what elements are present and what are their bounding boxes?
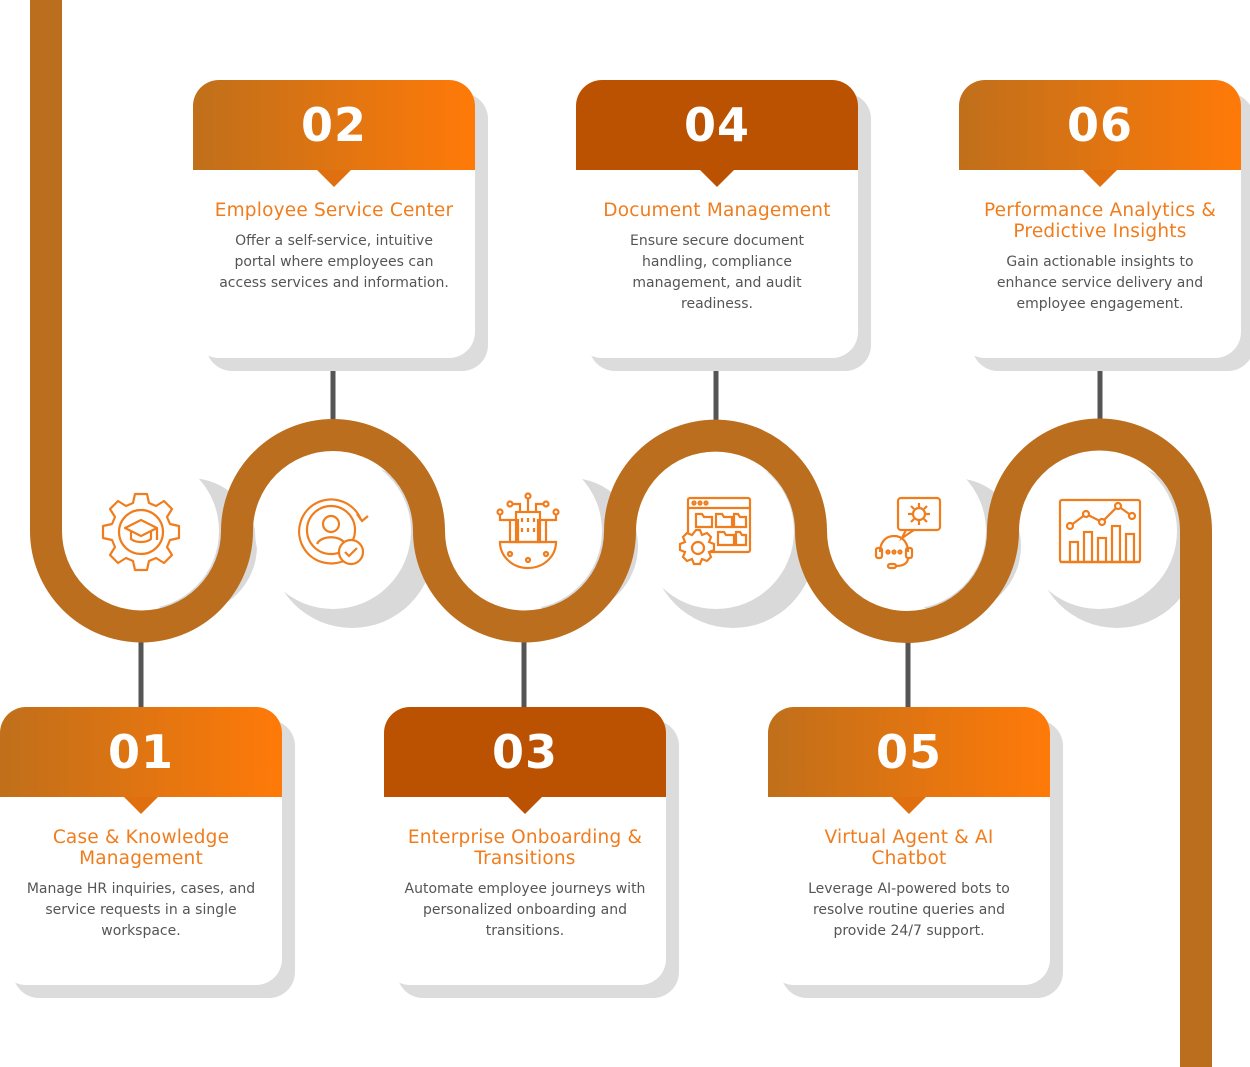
step-description: Ensure secure document handling, complia…: [629, 233, 805, 312]
step-number: 05: [875, 725, 942, 779]
bar-line-chart-icon: [1058, 498, 1142, 564]
user-target-check-icon: [298, 498, 369, 566]
step-card-01: 01 Case & Knowledge Management Manage HR…: [0, 707, 282, 985]
step-card-02: 02 Employee Service Center Offer a self-…: [193, 80, 475, 358]
step-header: 03: [384, 707, 666, 814]
step-number: 04: [683, 98, 750, 152]
step-description: Leverage AI-powered bots to resolve rout…: [808, 881, 1010, 939]
step-header: 05: [768, 707, 1050, 814]
gear-graduation-cap-icon: [101, 492, 181, 572]
step-description: Gain actionable insights to enhance serv…: [996, 254, 1204, 312]
step-number: 02: [300, 98, 367, 152]
connector-lines: [138, 358, 1103, 708]
step-card-04: 04 Document Management Ensure secure doc…: [576, 80, 858, 358]
wave-path: [29, 0, 1212, 1067]
step-number: 03: [491, 725, 558, 779]
step-card-06: 06 Performance Analytics & Predictive In…: [959, 80, 1241, 358]
step-number: 06: [1066, 98, 1133, 152]
step-header: 06: [959, 80, 1241, 187]
step-title: Performance Analytics & Predictive Insig…: [983, 200, 1217, 242]
step-title: Employee Service Center: [214, 200, 454, 221]
step-card-03: 03 Enterprise Onboarding & Transitions A…: [384, 707, 666, 985]
headset-agent-gear-icon: [874, 496, 942, 570]
step-description: Offer a self-service, intuitive portal w…: [219, 233, 449, 291]
step-title: Document Management: [603, 200, 831, 221]
step-title: Virtual Agent & AI Chatbot: [824, 827, 994, 869]
step-description: Automate employee journeys with personal…: [404, 881, 646, 939]
step-number: 01: [107, 725, 174, 779]
document-folders-gear-icon: [678, 496, 752, 566]
building-network-icon: [496, 492, 560, 570]
step-title: Enterprise Onboarding & Transitions: [407, 827, 643, 869]
step-card-05: 05 Virtual Agent & AI Chatbot Leverage A…: [768, 707, 1050, 985]
step-title: Case & Knowledge Management: [52, 827, 230, 869]
step-header: 02: [193, 80, 475, 187]
step-header: 04: [576, 80, 858, 187]
step-description: Manage HR inquiries, cases, and service …: [26, 881, 256, 939]
step-header: 01: [0, 707, 282, 814]
